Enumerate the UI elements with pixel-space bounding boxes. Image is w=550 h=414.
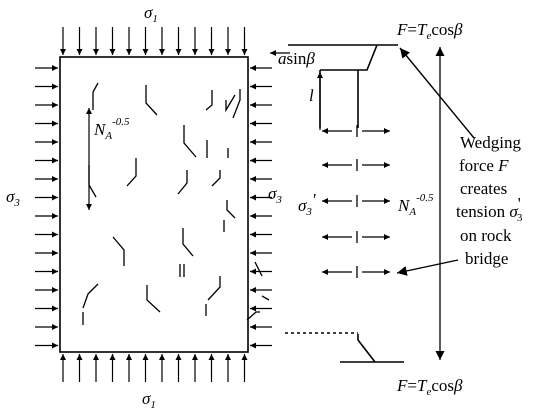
- na-label-right: NA-0.5: [397, 192, 434, 218]
- l-label: l: [309, 86, 314, 105]
- na-label-left: NA-0.5: [93, 116, 130, 142]
- annot-line-4: tension σ'3: [456, 194, 523, 224]
- sigma3-arrows-left: [35, 65, 58, 349]
- annot-arrow-to-bridge: [396, 259, 459, 276]
- annot-line-5: on rock: [460, 226, 512, 245]
- f-top-label: F=Tecosβ: [396, 20, 463, 42]
- sigma1-bottom-label: σ1: [142, 389, 156, 411]
- annot-line-6: bridge: [465, 249, 508, 268]
- sigma1-top-label: σ1: [144, 3, 158, 25]
- annot-line-3: creates: [460, 179, 507, 198]
- rock-block: [59, 56, 249, 353]
- annot-arrow-to-plate: [399, 47, 475, 139]
- sigma3-right-label: σ3: [268, 184, 282, 206]
- annot-line-2: force F: [459, 156, 509, 175]
- joint-set: [82, 82, 270, 325]
- f-bottom-label: F=Tecosβ: [396, 376, 463, 398]
- sigma3-left-label: σ3: [6, 187, 20, 209]
- sigma1-arrows-bottom: [60, 354, 248, 382]
- sigma3-arrows-right: [250, 65, 272, 349]
- sigma1-arrows-top: [60, 27, 248, 55]
- asinb-label: asinβ: [278, 49, 315, 68]
- sigma3-prime-label: σ3': [298, 190, 316, 218]
- annotation-text: Wedging force F creates tension σ'3 on r…: [456, 133, 523, 268]
- annot-line-1: Wedging: [460, 133, 521, 152]
- bridge-tension-arrows: [322, 125, 390, 278]
